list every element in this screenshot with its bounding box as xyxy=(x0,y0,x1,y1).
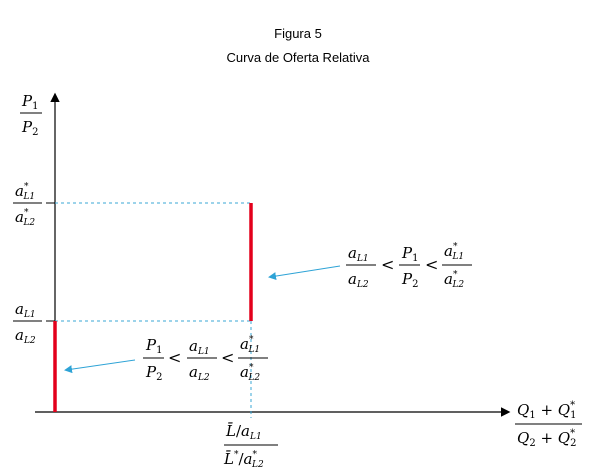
svg-text:P2: P2 xyxy=(401,270,418,290)
svg-text:a*L1: a*L1 xyxy=(240,335,260,355)
arrow-left-annotation xyxy=(64,359,136,374)
y-tick-label-lower: aL1 aL2 xyxy=(13,300,42,346)
svg-text:<: < xyxy=(221,348,234,367)
svg-text:P1: P1 xyxy=(145,336,162,356)
svg-text:<: < xyxy=(168,348,181,367)
annotation-left: P1 P2 < aL1 aL2 < a*L1 a*L2 xyxy=(143,335,268,383)
svg-text:aL1: aL1 xyxy=(348,244,369,264)
x-tick-label: L̄/aL1 L̄*/a*L2 xyxy=(223,422,278,470)
svg-text:<: < xyxy=(381,255,394,274)
svg-text:P2: P2 xyxy=(21,118,38,138)
figure-subtitle: Curva de Oferta Relativa xyxy=(226,50,370,65)
arrow-right-annotation xyxy=(268,265,341,281)
svg-text:aL2: aL2 xyxy=(348,270,369,290)
svg-text:a*L2: a*L2 xyxy=(240,363,260,383)
figure-title: Figura 5 xyxy=(274,26,322,41)
svg-text:<: < xyxy=(425,255,438,274)
svg-text:P1: P1 xyxy=(21,92,38,112)
svg-text:P1: P1 xyxy=(401,244,418,264)
y-tick-label-upper: a*L1 a*L2 xyxy=(13,182,42,228)
svg-text:Q2 + Q*2: Q2 + Q*2 xyxy=(517,428,576,449)
svg-text:aL2: aL2 xyxy=(15,326,36,346)
svg-text:a*L2: a*L2 xyxy=(444,270,464,290)
x-axis-label: Q1 + Q*1 Q2 + Q*2 xyxy=(515,400,582,449)
svg-text:L̄/aL1: L̄/aL1 xyxy=(225,422,262,442)
svg-text:aL1: aL1 xyxy=(189,337,210,357)
svg-text:aL1: aL1 xyxy=(15,300,36,320)
svg-text:P2: P2 xyxy=(145,363,162,383)
svg-text:aL2: aL2 xyxy=(189,363,210,383)
svg-text:a*L1: a*L1 xyxy=(15,182,35,202)
annotation-right: aL1 aL2 < P1 P2 < a*L1 a*L2 xyxy=(346,242,472,290)
svg-text:Q1 + Q*1: Q1 + Q*1 xyxy=(517,400,576,421)
svg-text:a*L1: a*L1 xyxy=(444,242,464,262)
svg-text:a*L2: a*L2 xyxy=(15,208,35,228)
svg-text:L̄*/a*L2: L̄*/a*L2 xyxy=(223,450,264,470)
y-axis-label: P1 P2 xyxy=(20,92,42,138)
